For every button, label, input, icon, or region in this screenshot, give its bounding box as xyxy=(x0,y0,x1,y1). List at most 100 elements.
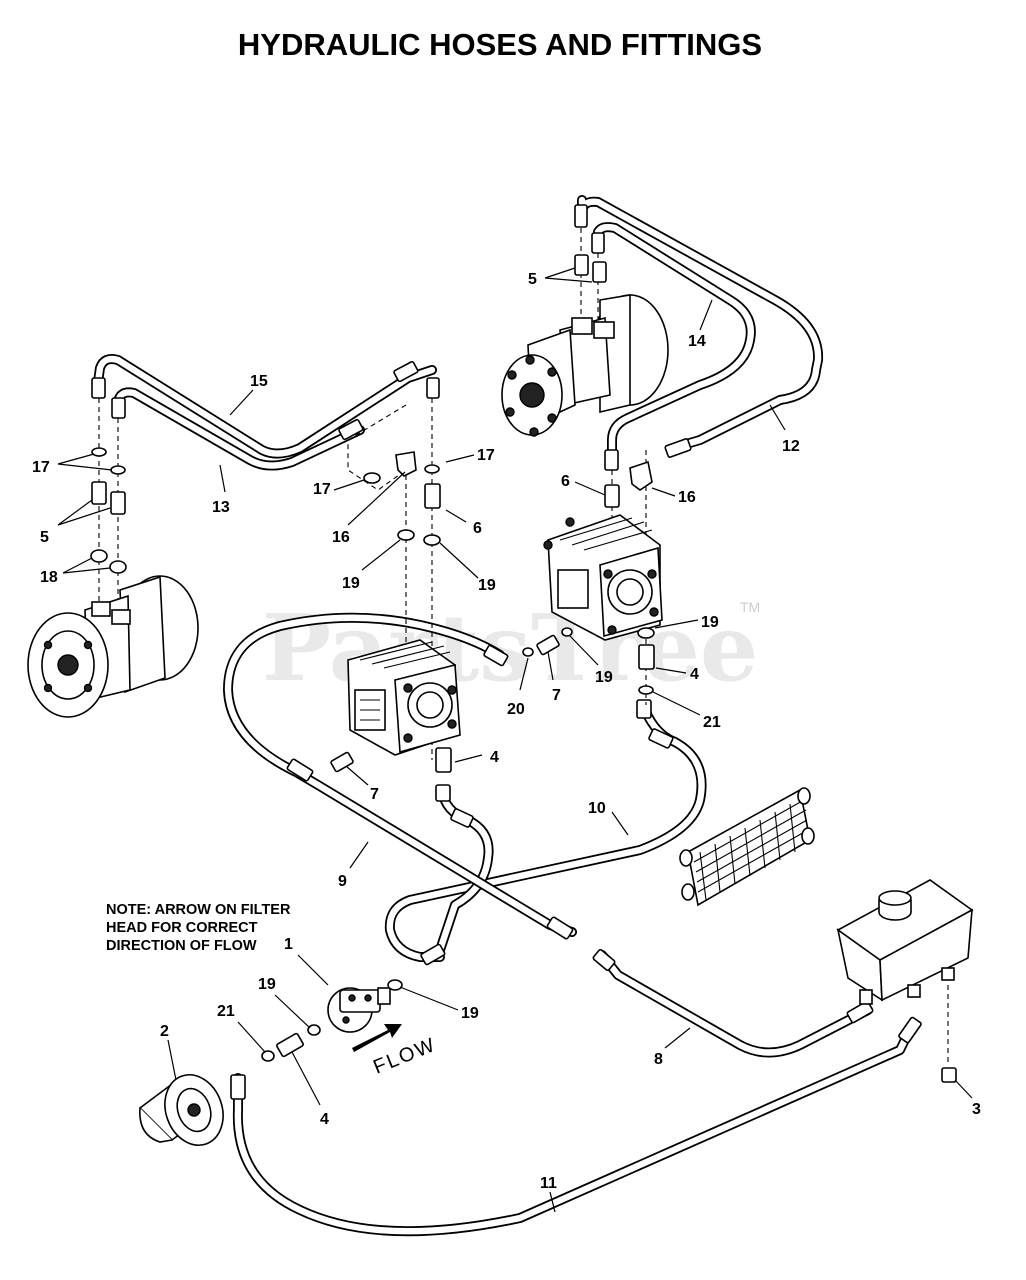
fitting-crimp xyxy=(230,1074,246,1100)
callout-12: 12 xyxy=(782,438,800,455)
wheel-motor-right xyxy=(501,294,669,437)
callout-2: 2 xyxy=(160,1023,169,1040)
flow-note: NOTE: ARROW ON FILTER HEAD FOR CORRECT D… xyxy=(106,902,291,954)
callout-7-mid: 7 xyxy=(552,687,561,704)
callout-15: 15 xyxy=(250,373,268,390)
hose-15 xyxy=(93,354,437,459)
o-ring-19 xyxy=(387,979,403,991)
o-ring-19 xyxy=(307,1024,321,1036)
hydraulic-pump-right xyxy=(543,514,663,641)
fitting-crimp xyxy=(420,943,446,966)
callout-5-top: 5 xyxy=(528,271,537,288)
callout-20: 20 xyxy=(507,701,525,718)
leader-lines xyxy=(57,267,973,1213)
o-ring-20 xyxy=(522,647,534,657)
hose-13 xyxy=(113,387,365,471)
oil-cooler xyxy=(679,787,815,907)
o-ring-18 xyxy=(90,549,108,563)
o-ring-21 xyxy=(638,685,654,695)
fitting-crimp xyxy=(574,204,588,228)
flow-arrow: FLOW xyxy=(352,1024,440,1079)
callout-1: 1 xyxy=(284,936,293,953)
hydraulic-reservoir xyxy=(836,879,974,1005)
hoses xyxy=(93,195,917,1237)
callout-8: 8 xyxy=(654,1051,663,1068)
note-line-1: NOTE: ARROW ON FILTER xyxy=(106,902,291,918)
cap-3 xyxy=(941,1067,957,1083)
fitting-crimp xyxy=(591,232,605,254)
callout-17-right: 17 xyxy=(477,447,495,464)
callout-4-filter: 4 xyxy=(320,1111,329,1128)
callout-3: 3 xyxy=(972,1101,981,1118)
fitting-crimp xyxy=(426,377,440,399)
o-ring-18 xyxy=(109,560,127,574)
note-line-3: DIRECTION OF FLOW xyxy=(106,938,257,954)
flow-label: FLOW xyxy=(370,1034,439,1079)
watermark-text: PartsTree xyxy=(262,594,758,702)
fitting-6 xyxy=(424,483,441,509)
o-ring-19 xyxy=(637,627,655,639)
fitting-6 xyxy=(604,484,620,508)
callout-16-right: 16 xyxy=(678,489,696,506)
o-ring-17 xyxy=(110,465,126,475)
fitting-7 xyxy=(330,751,354,773)
fitting-crimp xyxy=(393,360,419,383)
callout-5-left: 5 xyxy=(40,529,49,546)
oil-filter xyxy=(138,1074,224,1146)
fitting-16 xyxy=(395,451,417,477)
callout-21-left: 21 xyxy=(217,1003,235,1020)
page-title: HYDRAULIC HOSES AND FITTINGS xyxy=(238,27,762,62)
o-ring-17 xyxy=(424,464,440,474)
callout-10: 10 xyxy=(588,800,606,817)
fitting-crimp xyxy=(111,397,126,419)
watermark-tm: TM xyxy=(740,599,760,615)
fitting-crimp xyxy=(592,948,616,972)
callout-19-midleft: 19 xyxy=(342,575,360,592)
callout-9: 9 xyxy=(338,873,347,890)
callout-4-mid: 4 xyxy=(490,749,499,766)
callout-19-filterright: 19 xyxy=(461,1005,479,1022)
fitting-crimp xyxy=(604,449,619,471)
hose-9 xyxy=(223,612,577,937)
callout-19-filterleft: 19 xyxy=(258,976,276,993)
fitting-crimp xyxy=(636,699,652,719)
callout-17-left: 17 xyxy=(32,459,50,476)
hose-12 xyxy=(577,195,824,452)
callout-7-left: 7 xyxy=(370,786,379,803)
fitting-4 xyxy=(276,1032,304,1058)
fitting-4 xyxy=(638,644,655,670)
hose-8 xyxy=(597,950,873,1058)
fitting-16 xyxy=(629,460,653,491)
watermark: PartsTree TM xyxy=(262,594,760,702)
callout-16-mid: 16 xyxy=(332,529,350,546)
wheel-motor-left xyxy=(27,575,199,718)
fitting-7 xyxy=(536,634,560,656)
hose-4-lower xyxy=(435,785,494,955)
note-line-2: HEAD FOR CORRECT xyxy=(106,920,258,936)
hose-10 xyxy=(384,705,707,962)
callout-19-midright: 19 xyxy=(478,577,496,594)
fitting-crimp xyxy=(648,728,674,749)
callout-18: 18 xyxy=(40,569,58,586)
fitting-5 xyxy=(592,261,607,283)
o-ring-19 xyxy=(397,529,415,541)
callout-19-pumpright: 19 xyxy=(701,614,719,631)
callout-21-right: 21 xyxy=(703,714,721,731)
o-ring-19 xyxy=(561,627,573,637)
fitting-crimp xyxy=(91,377,106,399)
fitting-crimp xyxy=(338,418,364,441)
callout-14: 14 xyxy=(688,333,706,350)
fitting-4 xyxy=(435,747,452,773)
callout-11: 11 xyxy=(540,1175,557,1192)
fitting-5 xyxy=(91,481,107,505)
hose-14 xyxy=(593,222,756,457)
fittings-and-orings xyxy=(90,254,957,1083)
callout-4-pumpright: 4 xyxy=(690,666,699,683)
fitting-crimp xyxy=(664,438,692,458)
o-ring-17 xyxy=(363,472,381,484)
hose-11 xyxy=(232,1020,917,1237)
callout-6-mid: 6 xyxy=(473,520,482,537)
o-ring-17 xyxy=(91,447,107,457)
filter-head xyxy=(327,987,391,1033)
